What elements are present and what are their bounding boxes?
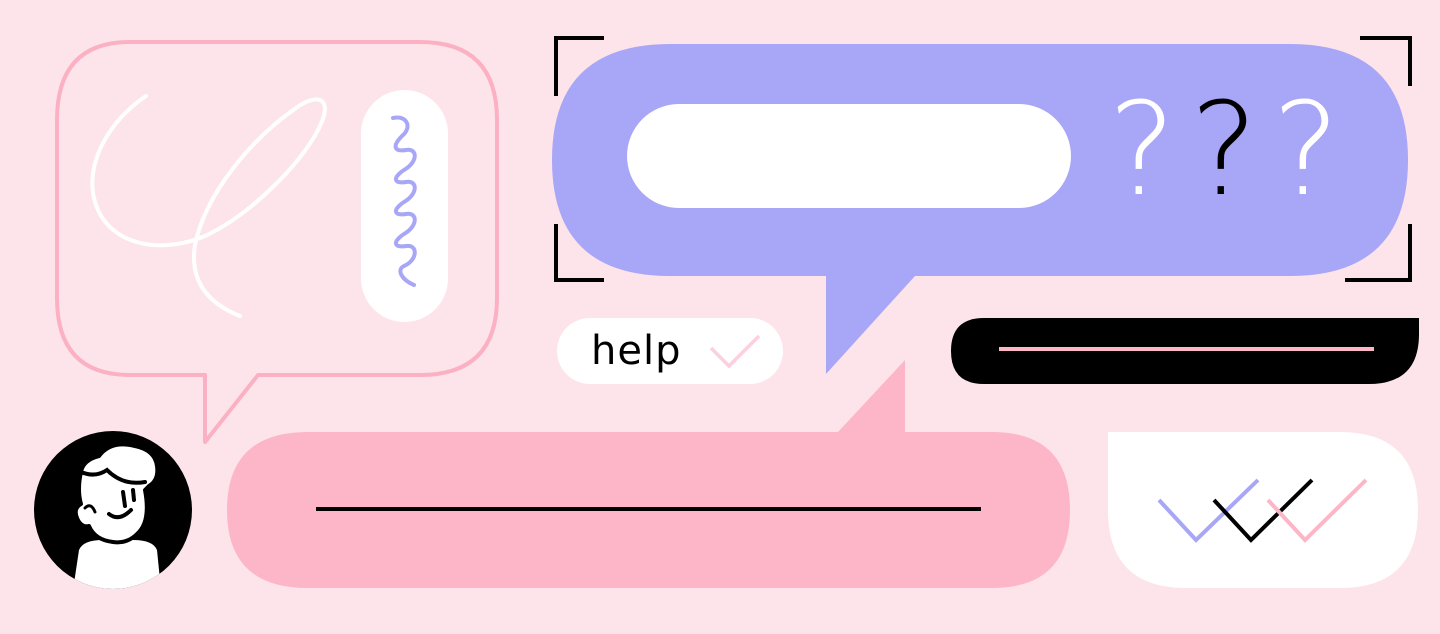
question-mark-2: ? [1190, 76, 1258, 225]
coil-squiggle [391, 115, 417, 287]
help-label: help [591, 328, 682, 374]
input-placeholder-bar [627, 104, 1071, 208]
outline-speech-bubble [55, 40, 499, 444]
help-chip: help [557, 318, 783, 384]
question-mark-1: ? [1108, 76, 1176, 225]
question-mark-3: ? [1272, 76, 1340, 225]
check-bubble [1108, 432, 1418, 588]
corner-bracket-tr [1360, 36, 1412, 86]
question-marks: ? ? ? [1104, 86, 1344, 216]
user-avatar-icon [34, 431, 192, 589]
corner-bracket-tl [554, 36, 604, 96]
coil-pill [361, 90, 448, 322]
corner-bracket-br [1345, 224, 1412, 282]
triple-check-icon [1157, 478, 1368, 543]
scribble-loop [90, 94, 327, 318]
check-icon [709, 334, 761, 369]
pink-speech-bubble [227, 360, 1070, 588]
corner-bracket-bl [554, 224, 604, 282]
